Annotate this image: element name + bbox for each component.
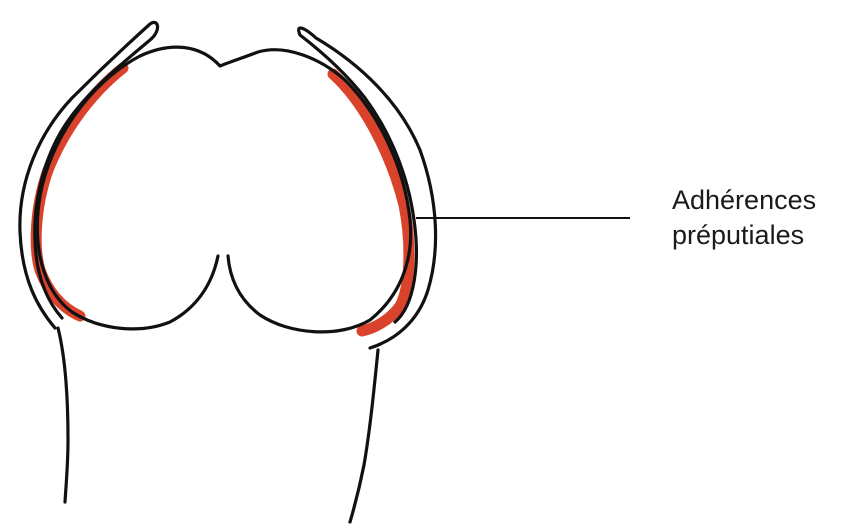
shaft-left-line	[58, 328, 68, 502]
adhesion-label: Adhérences préputiales	[672, 183, 816, 253]
glans-outline	[37, 47, 410, 332]
prepuce-right-fold	[299, 28, 436, 348]
adhesion-label-line2: préputiales	[672, 218, 816, 253]
adhesion-label-line1: Adhérences	[672, 183, 816, 218]
shaft-right-line	[350, 350, 378, 522]
